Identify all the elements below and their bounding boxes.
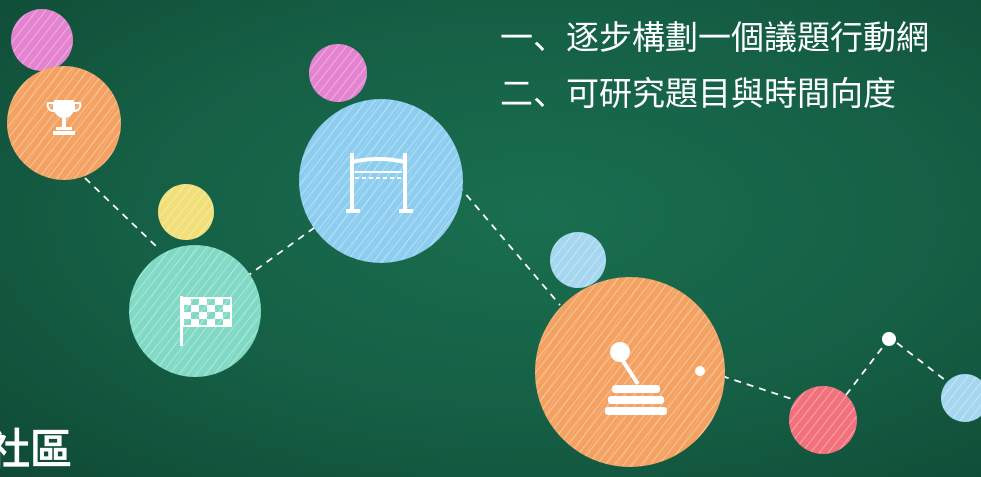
trophy-circle (7, 66, 121, 180)
white-dot-right (882, 332, 896, 346)
red-bubble (789, 386, 857, 454)
white-dot-left (695, 366, 705, 376)
agenda-item-2: 二、可研究題目與時間向度 (500, 74, 896, 113)
light-blue-bubble (550, 232, 606, 288)
gear-lever-icon (605, 342, 667, 415)
gear-lever-circle (535, 277, 725, 467)
blue-bubble-right (941, 374, 981, 422)
checkered-flag-icon (180, 296, 232, 346)
pink-bubble-middle (309, 44, 367, 102)
title-fragment: 社區 (0, 425, 73, 474)
trophy-icon (46, 100, 82, 135)
checkered-flag-circle (129, 245, 261, 377)
agenda-item-1: 一、逐步構劃一個議題行動網 (500, 18, 929, 57)
yellow-bubble (158, 184, 214, 240)
finish-gate-icon (346, 153, 413, 213)
pink-bubble-top (11, 9, 73, 71)
finish-gate-circle (299, 99, 463, 263)
agenda-list: 一、逐步構劃一個議題行動網 二、可研究題目與時間向度 (500, 10, 929, 122)
